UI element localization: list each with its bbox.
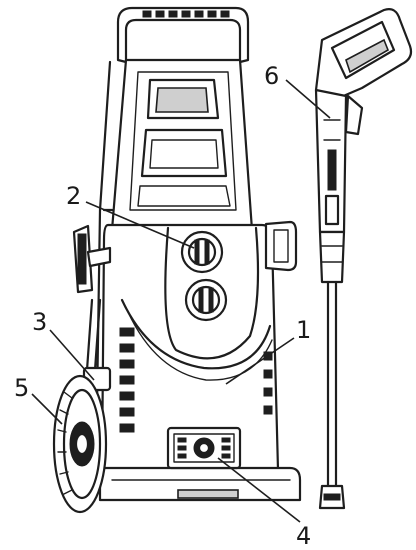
gun-holder-right bbox=[264, 220, 298, 272]
leader-lines bbox=[31, 79, 331, 523]
pressure-knob bbox=[180, 230, 224, 274]
callout-3: 3 bbox=[32, 308, 47, 336]
callout-4: 4 bbox=[296, 522, 311, 550]
leader-4 bbox=[217, 457, 301, 523]
wheel bbox=[52, 374, 108, 514]
leader-3 bbox=[49, 329, 95, 381]
callout-6: 6 bbox=[264, 62, 279, 90]
outlet-panel bbox=[166, 426, 242, 470]
leader-6 bbox=[285, 79, 331, 119]
washer-body bbox=[94, 6, 302, 502]
callout-5: 5 bbox=[14, 374, 29, 402]
spray-gun bbox=[314, 8, 413, 510]
leader-5 bbox=[31, 393, 63, 425]
leader-1 bbox=[225, 337, 295, 385]
vent-grille bbox=[119, 327, 273, 433]
leader-2 bbox=[85, 201, 195, 249]
frame-rail bbox=[82, 298, 112, 392]
hose-hook-left bbox=[72, 224, 112, 294]
callout-1: 1 bbox=[296, 316, 311, 344]
power-knob bbox=[184, 278, 228, 322]
callout-2: 2 bbox=[66, 182, 81, 210]
